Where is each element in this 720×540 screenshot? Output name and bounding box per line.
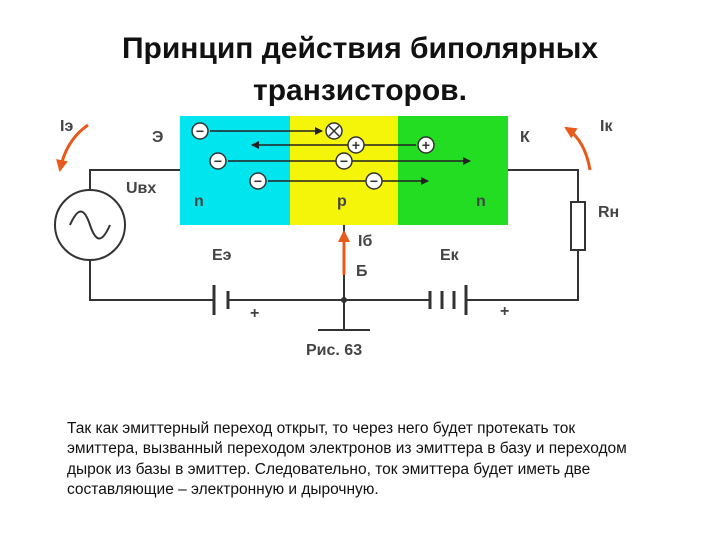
collector-loop-wire: [466, 250, 579, 301]
base-current-label: Iб: [358, 233, 372, 250]
load-resistor-icon: [570, 201, 586, 251]
base-label: Б: [356, 263, 368, 280]
svg-text:−: −: [340, 153, 348, 169]
base-type-label: p: [337, 193, 347, 210]
emitter-current-label: Iэ: [60, 118, 73, 135]
description-paragraph: Так как эмиттерный переход открыт, то че…: [67, 419, 627, 499]
figure-caption: Рис. 63: [306, 342, 362, 359]
collector-source-label: Eк: [440, 247, 460, 264]
collector-type-label: n: [476, 193, 486, 210]
hole-carrier-icon: +: [417, 136, 435, 154]
svg-text:−: −: [254, 173, 262, 189]
input-voltage-label: Uвх: [126, 180, 156, 197]
collector-current-arrow-icon: [564, 126, 592, 171]
electron-carrier-icon: −: [209, 152, 227, 170]
svg-text:−: −: [214, 153, 222, 169]
collector-battery-icon: [428, 285, 468, 315]
hole-carrier-icon: +: [347, 136, 365, 154]
ac-source-icon: [54, 189, 126, 261]
base-region: [290, 116, 398, 225]
collector-lead-wire: [508, 169, 579, 202]
collector-battery-plus: +: [500, 303, 509, 320]
emitter-type-label: n: [194, 193, 204, 210]
electron-carrier-icon: −: [191, 122, 209, 140]
load-resistor-label: Rн: [598, 204, 619, 221]
collector-region: [398, 116, 508, 225]
emitter-loop-wire: [89, 260, 214, 301]
electron-carrier-icon: −: [335, 152, 353, 170]
emitter-lead-wire: [89, 169, 180, 190]
emitter-source-label: Eэ: [212, 247, 232, 264]
emitter-label: Э: [152, 129, 163, 146]
svg-text:+: +: [352, 137, 360, 153]
svg-text:+: +: [422, 137, 430, 153]
electron-carrier-icon: −: [365, 172, 383, 190]
slide-title: Принцип действия биполярных транзисторов…: [60, 28, 660, 112]
svg-text:−: −: [370, 173, 378, 189]
transistor-diagram: − − − + − − + Iэ Э Uвх Iк К Rн n p n Iб …: [54, 116, 619, 359]
collector-label: К: [520, 129, 530, 146]
emitter-current-arrow-icon: [56, 123, 89, 172]
emitter-battery-icon: [212, 285, 230, 315]
electron-carrier-icon: −: [249, 172, 267, 190]
svg-text:−: −: [196, 123, 204, 139]
recombination-icon: [325, 122, 343, 140]
emitter-battery-plus: +: [250, 305, 259, 322]
slide-title-line-2: транзисторов.: [253, 74, 467, 107]
slide-title-line-1: Принцип действия биполярных: [121, 32, 599, 65]
collector-current-label: Iк: [600, 118, 613, 135]
base-junction-dot: [341, 297, 347, 303]
